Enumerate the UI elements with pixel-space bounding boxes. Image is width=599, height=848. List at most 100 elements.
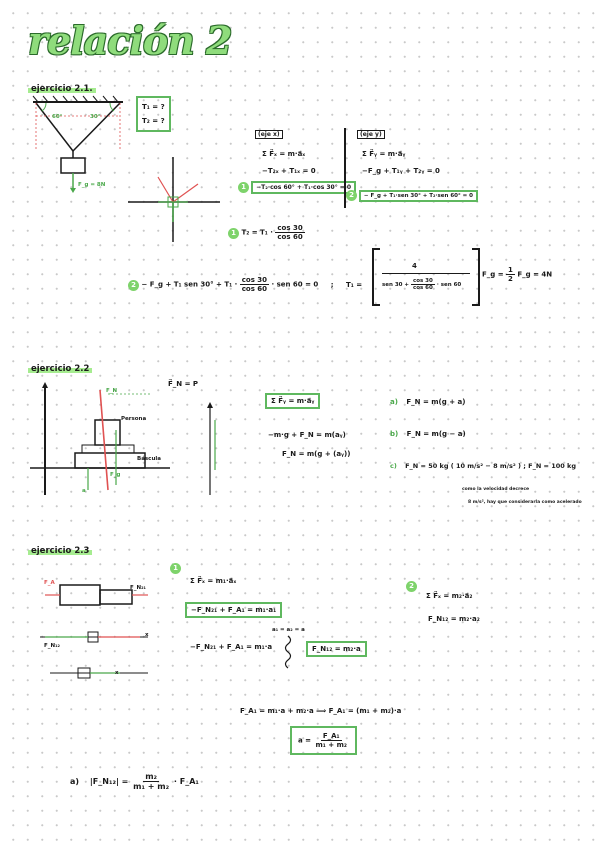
ex1-t1-final: F_g = 4N: [517, 270, 553, 279]
ex1-axis-x-row: 1 −T₂·cos 60° + T₁·cos 30° = 0: [238, 181, 357, 194]
ex3-sum-2: Σ F⃗ₓ = m₂·a⃗₂: [426, 592, 473, 600]
ex1-axis-y-sum: Σ F⃗ᵧ = m·a⃗ᵧ: [362, 150, 406, 158]
ex1-t1-den-den: cos 60: [412, 285, 433, 291]
ex3-accel-num: F_A₁: [320, 732, 342, 741]
ex1-angle-60: 60°: [52, 114, 63, 120]
ex3-combine: F_A₁ = m₁·a + m₂·a ⟹ F_A₁ = (m₁ + m₂)·a: [240, 707, 402, 715]
ex3-eq1b: −F_N₂₁ + F_A₁ = m₁·a: [190, 643, 273, 651]
ex2-sum-box: Σ F⃗ᵧ = m·a⃗ᵧ: [265, 393, 321, 409]
ex1-t1-times: F_g =: [482, 270, 504, 279]
ex2-item-b-label: b): [390, 430, 399, 438]
ex3-fn12-label: F_N₁₂: [44, 643, 60, 649]
ex1-axis-y-row: 2 − F_g + T₁·sen 30° + T₂·sen 60° = 0: [346, 190, 479, 202]
ex2-item-c: c) F_N = 50 kg ( 10 m/s² − 8 m/s² ) ; F_…: [390, 462, 576, 470]
ex1-free-body-diagram: [128, 157, 220, 242]
ex1-result-1-num: cos 30: [275, 224, 305, 233]
ex2-item-b-eq: F_N = m(g − a): [406, 430, 466, 438]
ex2-fg-label: F_g: [110, 472, 121, 478]
ex1-result-2-den: cos 60: [241, 285, 268, 293]
page-title: relación 2: [28, 18, 232, 63]
ex3-a-equal: a₁ = a₂ = a: [272, 627, 305, 633]
ex1-unknowns-box: T₁ = ? T₂ = ?: [136, 96, 171, 132]
ex2-eq1: −m·g + F_N = m(aᵧ): [268, 431, 346, 439]
ex2-note-1: como la velocidad decrece: [462, 487, 530, 492]
ex2-item-a-label: a): [390, 398, 398, 406]
ex2-heading: ejercicio 2.2: [28, 364, 93, 374]
ex1-axis-y-eq2: − F_g + T₁·sen 30° + T₂·sen 60° = 0: [358, 190, 479, 202]
ex2-axis-diagram: [207, 402, 216, 495]
ex3-box-2: F_N₁₂ = m₂·a: [306, 641, 367, 657]
ex1-angle-30: 30°: [90, 114, 101, 120]
ex1-unknown-t1: T₁ = ?: [142, 103, 165, 111]
ex3-squiggle: [284, 635, 292, 669]
ex1-result-1-den: cos 60: [277, 233, 303, 241]
ex1-t1-den-b: · sen 60: [436, 282, 462, 288]
ex1-t1-numerator: 4: [412, 262, 417, 270]
ex3-number-2-text: 2: [406, 581, 417, 592]
ex1-axis-y-heading: (eje y): [357, 130, 385, 139]
ex2-item-c-label: c): [390, 462, 397, 470]
ex2-bascula-label: Báscula: [137, 456, 161, 462]
ex1-fg-label: F_g = 8N: [78, 182, 106, 188]
ex1-result-1-lhs: T₂ = T₁ ·: [241, 228, 273, 237]
ex1-t1-half-num: 1: [506, 266, 515, 275]
ex2-item-c-eq: F_N = 50 kg ( 10 m/s² − 8 m/s² ) ; F_N =…: [405, 462, 577, 470]
ex2-item-a-eq: F_N = m(g + a): [406, 398, 466, 406]
ex3-x-label: x: [145, 632, 149, 638]
ex1-result-2-number: 2: [128, 279, 139, 291]
ex3-eq2: F_N₁₂ = m₂·a₂: [428, 615, 480, 623]
ex1-axis-x-eq2: −T₂·cos 60° + T₁·cos 30° = 0: [251, 181, 357, 194]
ex2-persona-label: Persona: [121, 416, 147, 422]
ex3-fa-label: F_A: [44, 580, 55, 586]
ex2-fn-label: F_N: [106, 388, 118, 394]
ex1-result-1-number: 1: [228, 227, 239, 239]
ex1-eq-number-2: 2: [346, 190, 357, 201]
ex1-column-divider: [344, 128, 346, 208]
ex1-result-2-a: − F_g + T₁ sen 30° + T₁ ·: [141, 280, 238, 289]
ex1-t1-den-a: sen 30 +: [382, 282, 410, 288]
ex1-heading: ejercicio 2.1.: [28, 84, 96, 94]
ex3-fn12-den: m₁ + m₂: [133, 782, 170, 791]
ex3-x-label-2: x: [115, 670, 119, 676]
ex1-axis-x-sum: Σ F⃗ₓ = m·a⃗ₓ: [262, 150, 306, 158]
ex1-eq-number-1: 1: [238, 182, 249, 193]
ex1-result-2-b: · sen 60 = 0: [271, 280, 319, 289]
ex3-fn12-num: m₂: [143, 772, 160, 782]
ex2-item-b: b) F_N = m(g − a): [390, 430, 466, 438]
ex3-blocks-diagram: [40, 584, 148, 679]
ex1-t1-lhs: T₁ =: [345, 280, 363, 289]
ex1-axis-y-eq1: −F_g + T₁ᵧ + T₂ᵧ = 0: [362, 167, 440, 175]
ex1-axis-x-heading: (eje x): [255, 130, 283, 139]
ex2-fn-equals-p: F⃗_N = P: [168, 380, 199, 388]
ex3-eq1-box: −F_N₂₁ + F_A₁ = m₁·a₁: [185, 602, 283, 618]
ex3-accel-lhs: a =: [298, 736, 312, 745]
ex2-eq2: F_N = m(g + (aᵧ)): [282, 450, 351, 458]
ex1-result-2-num: cos 30: [239, 276, 270, 285]
ex3-fn12-item: a): [70, 777, 80, 786]
ex3-fn12-lhs: |F_N₁₂| =: [89, 777, 129, 786]
ex1-hanging-diagram: [32, 95, 123, 193]
ex3-fn12-tail: · F_A₁: [173, 777, 199, 786]
ex3-number-1-text: 1: [170, 563, 181, 574]
ex3-heading: ejercicio 2.3: [28, 546, 93, 556]
ex3-sum-1: Σ F⃗ₓ = m₁·a⃗ₓ: [190, 577, 237, 585]
ex3-number-1: 1: [170, 555, 181, 574]
ex1-t1-den-num: cos 30: [410, 278, 435, 285]
ex2-a-label: a: [82, 488, 86, 494]
ex1-axis-x-eq1: −T₂ₓ + T₁ₓ = 0: [262, 167, 316, 175]
ex1-t1-half-den: 2: [508, 275, 513, 283]
ex2-person-scale-diagram: [30, 382, 170, 495]
ex3-accel-den: m₁ + m₂: [315, 741, 347, 749]
ex2-item-a: a) F_N = m(g + a): [390, 398, 465, 406]
ex3-fn21-label: F_N₂₁: [130, 585, 146, 591]
ex1-result-2-sep: ;: [330, 280, 334, 289]
ex1-unknown-t2: T₂ = ?: [142, 117, 165, 125]
ex3-number-2: 2: [406, 573, 417, 592]
ex2-note-2: 8 m/s², hay que considerarla como aceler…: [468, 500, 582, 505]
